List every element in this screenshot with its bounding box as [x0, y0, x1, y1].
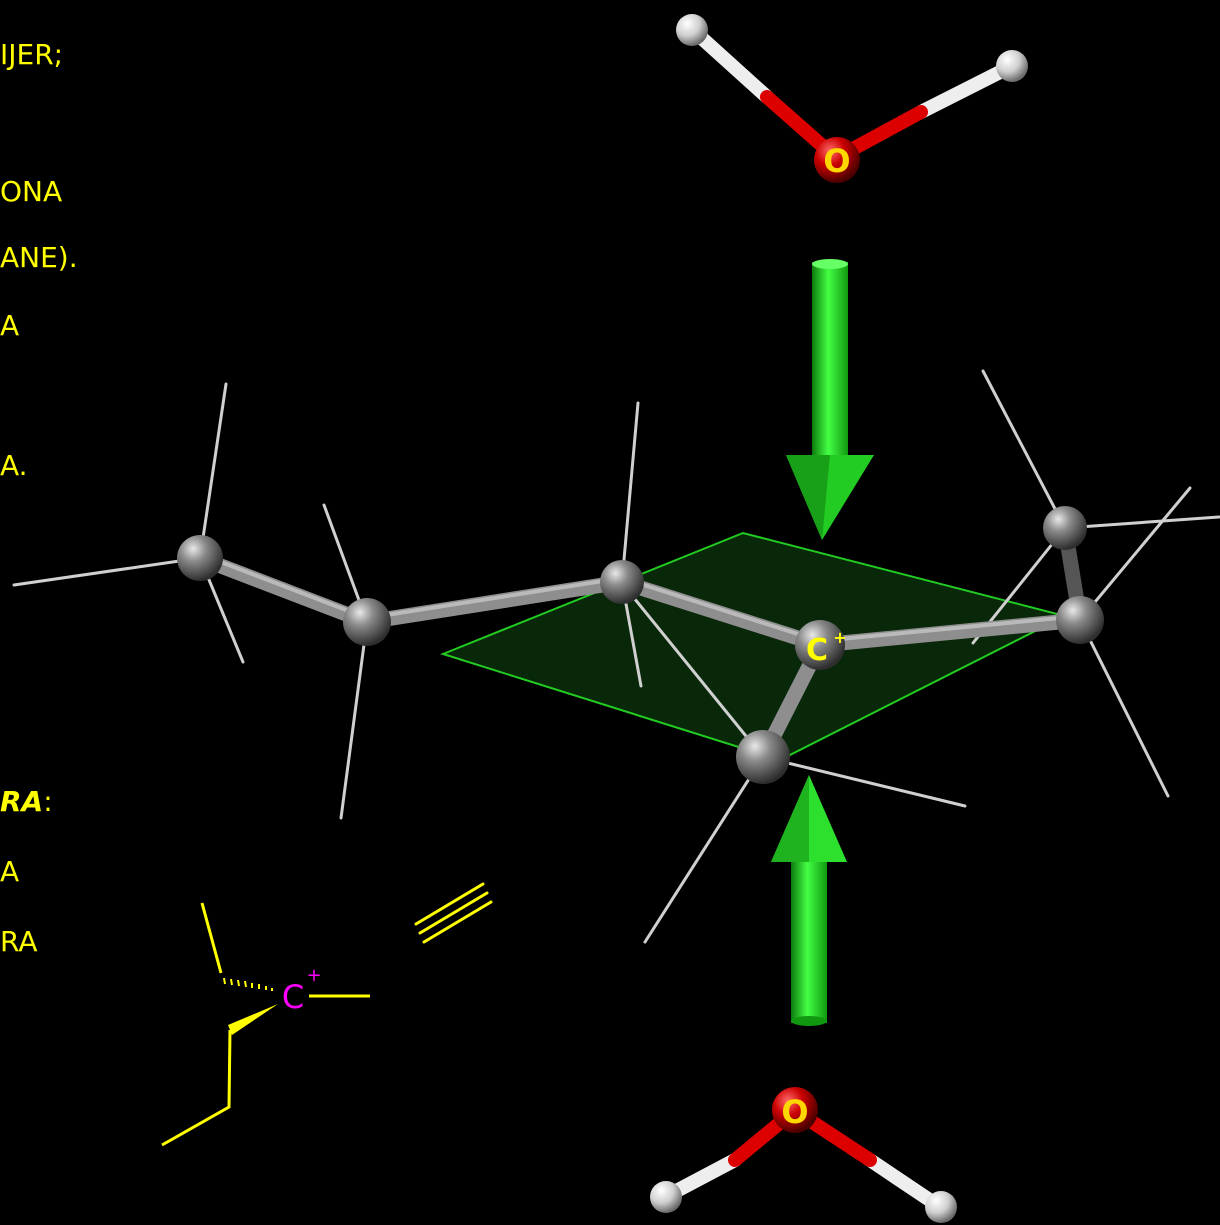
oxygen-atom-top [814, 137, 860, 183]
hash-line [223, 977, 226, 985]
cc-bond [359, 574, 630, 630]
hashed-wedge-bond [223, 977, 273, 991]
water-molecule-bottom: O [650, 1087, 957, 1223]
solid-wedge-bond [228, 1004, 278, 1035]
nucleophile-arrow-top [786, 259, 874, 540]
carbon-atom [1043, 506, 1087, 550]
arrow-head-top-shade [786, 455, 830, 540]
text-fragment-2: ONA [0, 175, 63, 208]
oh-bond-top-left-h [688, 25, 774, 104]
cc-bond-highlights [198, 552, 1082, 643]
ch-bond [1063, 515, 1220, 530]
ch-bond [761, 755, 967, 808]
text-fragment-1: IJER; [0, 38, 64, 71]
text-fragment-6-colon: : [43, 785, 53, 818]
ch-bonds [12, 369, 1220, 944]
arrow-shaft-bottom [791, 855, 827, 1023]
ch-bond [620, 401, 640, 584]
carbocation-label-3d: C [806, 633, 828, 668]
text-fragment-5: A. [0, 449, 28, 482]
cc-bond [812, 612, 1088, 653]
carbon-atom [343, 598, 391, 646]
text-fragment-3: ANE). [0, 241, 78, 274]
hydrogen-atom [996, 50, 1028, 82]
cc-bond [614, 574, 828, 653]
carbocation-label-2d: C [282, 978, 304, 1016]
equivalence-icon [414, 882, 493, 944]
carbocation-carbon-atom [795, 620, 845, 670]
oh-bond-top-right-h [914, 59, 1019, 119]
ch-bond [981, 369, 1067, 530]
text-fragment-6: RA: [0, 785, 53, 818]
hydrogen-atom [925, 1191, 957, 1223]
carbocation-charge-2d: + [306, 965, 321, 986]
oxygen-label-top: O [823, 142, 850, 180]
cc-bond-highlight [620, 576, 822, 643]
carbon-atom [1056, 596, 1104, 644]
skeletal-structure: C + [161, 902, 370, 1147]
hash-line [230, 978, 233, 986]
text-fragment-4: A [0, 309, 20, 342]
cc-bond [192, 550, 375, 630]
carbon-atom [600, 560, 644, 604]
arrow-shaft-top [812, 262, 848, 462]
arrow-head-bottom-shade [771, 775, 809, 862]
ch-bond [1078, 618, 1170, 798]
ch-bond [643, 755, 765, 944]
equivalence-bar [422, 900, 493, 944]
equivalence-bar [414, 882, 485, 926]
equivalence-bar [418, 891, 489, 935]
hash-line [244, 980, 247, 988]
skeletal-bond [200, 902, 223, 974]
ch-bond [632, 596, 765, 759]
nucleophile-arrow-bottom [771, 775, 847, 1026]
water-molecule-top: O [676, 14, 1028, 183]
ch-bond [12, 556, 202, 587]
hydrogen-atom [676, 14, 708, 46]
carbon-atom [177, 535, 223, 581]
cc-bond-highlight [818, 614, 1082, 643]
text-fragment-6-emphasis: RA [0, 785, 44, 818]
carbocation-charge-3d: + [833, 628, 846, 647]
ch-bond [1078, 486, 1192, 622]
hash-line [237, 979, 240, 987]
text-fragment-8: RA [0, 925, 38, 958]
oxygen-label-bottom: O [781, 1093, 808, 1131]
skeletal-bond [161, 1029, 232, 1147]
text-fragment-7: A [0, 855, 20, 888]
carbocation-plane [440, 531, 1068, 762]
oxygen-atom-bottom [772, 1087, 818, 1133]
arrow-shaft-top-cap [812, 259, 848, 269]
arrow-shaft-bottom-cap [791, 1016, 827, 1026]
cc-bond-highlight [365, 576, 624, 620]
hydrogen-atom [650, 1181, 682, 1213]
carbon-atom [736, 730, 790, 784]
ch-bond [198, 382, 228, 560]
cc-bond-highlight [198, 552, 369, 620]
ch-bond [339, 620, 369, 820]
